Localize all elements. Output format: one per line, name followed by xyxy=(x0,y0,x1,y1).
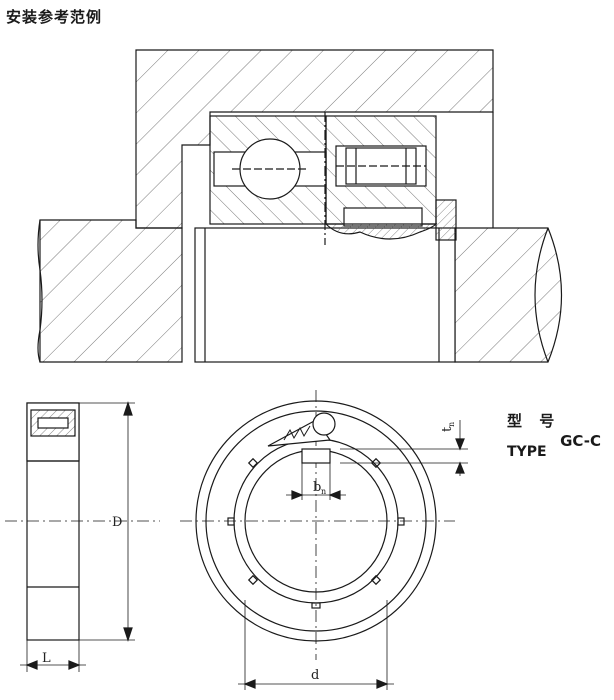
installation-section xyxy=(37,49,563,363)
keyway xyxy=(301,448,331,464)
dim-bn-sub: n xyxy=(321,487,326,496)
inner-race xyxy=(194,227,456,363)
dim-tn: t n xyxy=(440,422,456,432)
type-model-code: GC-C xyxy=(560,432,601,450)
key-slot xyxy=(343,207,423,227)
type-label-cn: 型 号 xyxy=(507,412,561,430)
dim-tn-main: t xyxy=(440,426,455,432)
retaining-ring xyxy=(435,199,457,241)
dim-bn-main: b xyxy=(313,480,321,495)
clutch-roller xyxy=(312,412,336,436)
front-view xyxy=(180,390,468,690)
spring xyxy=(283,425,311,441)
type-label-en: TYPE xyxy=(507,444,547,460)
type-row: TYPE GC-C xyxy=(507,432,601,460)
dim-d: d xyxy=(311,668,319,683)
dim-L: L xyxy=(42,651,51,666)
shaft xyxy=(39,219,183,363)
page-title: 安装参考范例 xyxy=(6,8,103,26)
shaft-break-left xyxy=(37,219,43,363)
dim-D: D xyxy=(112,515,122,530)
dim-tn-sub: n xyxy=(447,422,456,427)
shaft-end-curve xyxy=(534,227,549,363)
type-block: 型 号 TYPE GC-C xyxy=(507,410,601,460)
side-view xyxy=(5,401,160,672)
shaft-right xyxy=(454,227,563,363)
